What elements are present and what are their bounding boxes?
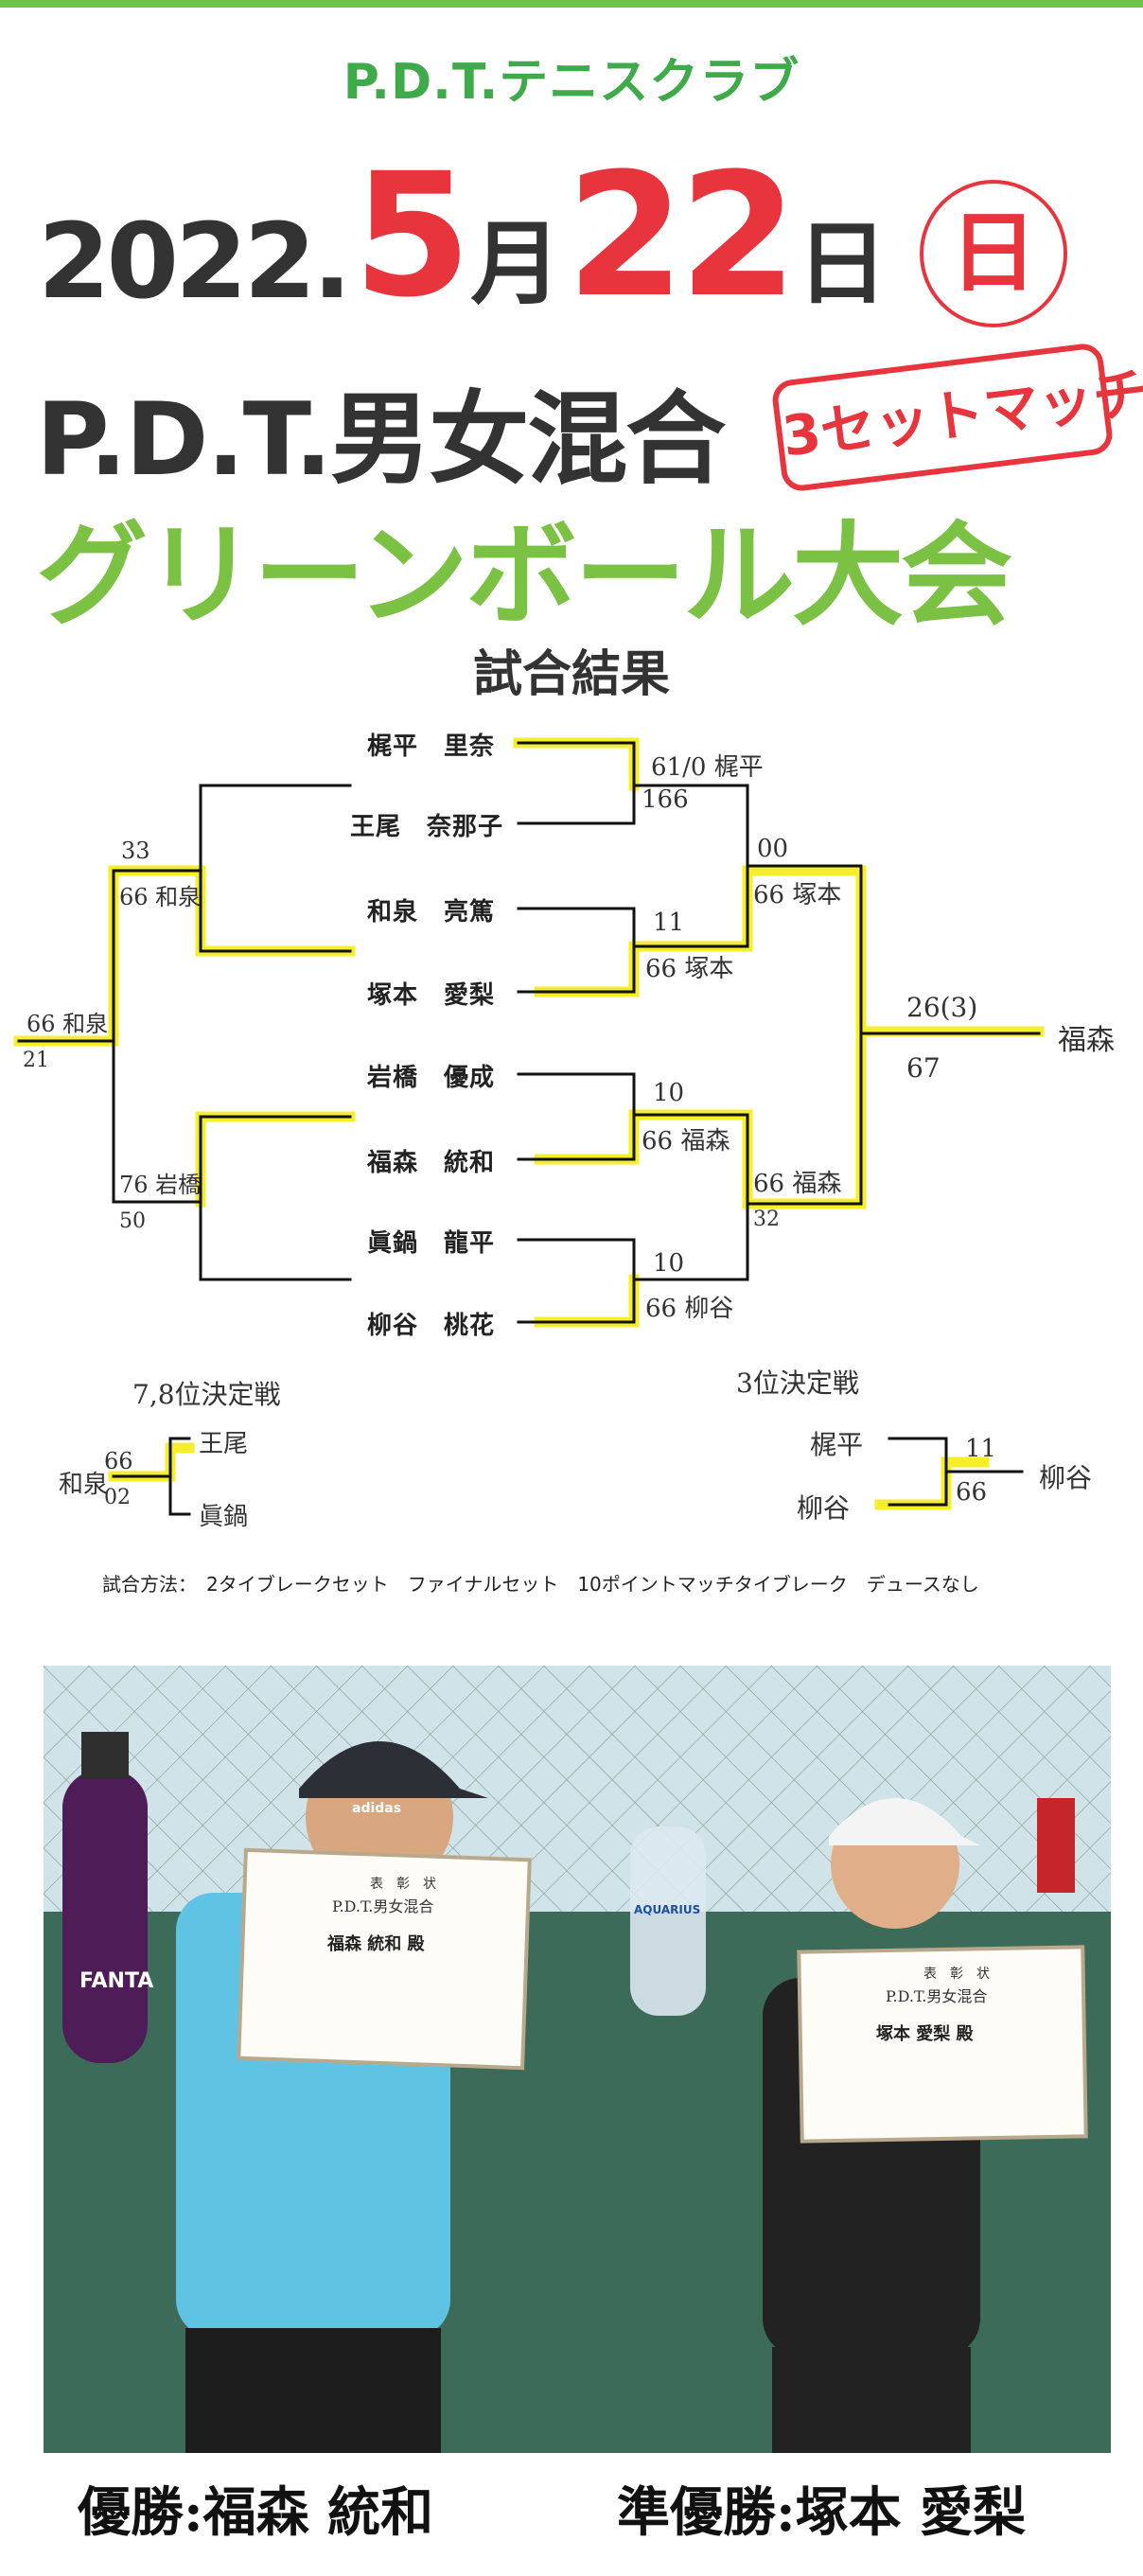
score-final-bot: 67 [906, 1052, 941, 1084]
score-r1-m2-top: 11 [653, 909, 685, 937]
award-photo: 表 彰 状 P.D.T.男女混合 福森 統和 殿 FANTA AQUARIUS … [44, 1666, 1111, 2453]
playoff-78-score-top: 66 [104, 1448, 133, 1474]
score-sf2-bot: 32 [753, 1208, 780, 1231]
score-r1-m2-bot: 66 塚本 [645, 955, 734, 983]
score-r1-m4-top: 10 [653, 1249, 685, 1278]
playoff-78-winner: 和泉 [59, 1471, 109, 1499]
tournament-bracket [13, 737, 1045, 1516]
event-title-line2: グリーンボール大会 [36, 510, 1012, 641]
cert-left-name: 福森 統和 殿 [326, 1933, 426, 1954]
bracket-player-3: 和泉 亮篤 [367, 898, 496, 926]
water-bottle-label: AQUARIUS [634, 1903, 700, 1916]
top-accent-bar [0, 0, 1143, 8]
runner-up-caption: 準優勝:塚本 愛梨 [617, 2481, 1027, 2544]
club-name: P.D.T.テニスクラブ [343, 54, 800, 111]
score-left-top-a: 33 [121, 838, 150, 864]
date-day: 22 [566, 137, 797, 335]
score-left-bot-b: 50 [119, 1209, 146, 1233]
bracket-player-5: 岩橋 優成 [367, 1064, 496, 1092]
day-kanji: 日 [797, 211, 888, 317]
score-final-top: 26(3) [906, 992, 978, 1023]
results-heading: 試合結果 [472, 646, 670, 703]
champion-caption: 優勝:福森 統和 [78, 2481, 434, 2544]
cert-left-title: 表 彰 状 [370, 1876, 436, 1892]
playoff-3-upper: 梶平 [810, 1429, 864, 1460]
champion-handwritten: 福森 [1058, 1024, 1115, 1057]
award-photo-illustration: 表 彰 状 P.D.T.男女混合 福森 統和 殿 FANTA AQUARIUS … [44, 1666, 1111, 2453]
score-r1-m4-bot: 66 柳谷 [645, 1295, 734, 1323]
score-sf1-bot: 66 塚本 [753, 881, 842, 909]
match-format-note: 試合方法： 2タイブレークセット ファイナルセット 10ポイントマッチタイブレー… [102, 1573, 979, 1596]
bottle-label: FANTA [79, 1969, 153, 1993]
event-date: 2022. 5 月 22 日 [38, 151, 888, 341]
playoff-3-title: 3位決定戦 [736, 1367, 859, 1399]
score-sf2-top: 66 福森 [753, 1170, 842, 1198]
score-r1-m1-top: 61/0 梶平 [651, 753, 764, 782]
bracket-player-7: 眞鍋 龍平 [367, 1229, 496, 1258]
playoff-3-score-top: 11 [965, 1435, 997, 1463]
bracket-player-4: 塚本 愛梨 [367, 981, 496, 1010]
certificate-left [237, 1847, 532, 2071]
score-left-final-b: 21 [23, 1049, 49, 1072]
cert-right-title: 表 彰 状 [923, 1966, 990, 1982]
cert-right-event: P.D.T.男女混合 [886, 1987, 987, 2005]
playoff-78-score-bot: 02 [104, 1486, 131, 1509]
playoff-78-upper: 王尾 [199, 1430, 249, 1458]
cert-left-event: P.D.T.男女混合 [332, 1897, 433, 1915]
certificate-right [797, 1945, 1088, 2144]
month-kanji: 月 [470, 211, 562, 317]
cert-right-name: 塚本 愛梨 殿 [876, 2023, 975, 2044]
date-month: 5 [353, 137, 471, 335]
bracket-player-6: 福森 統和 [367, 1149, 496, 1177]
score-r1-m3-bot: 66 福森 [642, 1127, 730, 1156]
playoff-3-lower: 柳谷 [797, 1492, 851, 1524]
bracket-lines [17, 741, 1041, 1516]
score-sf1-top: 00 [757, 835, 789, 863]
event-title-line1: P.D.T.男女混合 [36, 381, 726, 498]
playoff-3-score-bot: 66 [956, 1478, 988, 1507]
date-year: 2022. [38, 201, 352, 322]
bracket-player-1: 梶平 里奈 [367, 732, 496, 761]
bracket-player-8: 柳谷 桃花 [367, 1312, 496, 1340]
playoff-3-winner: 柳谷 [1039, 1462, 1093, 1493]
score-left-top-b: 66 和泉 [119, 884, 202, 910]
bracket-player-2: 王尾 奈那子 [350, 813, 504, 841]
weekday-circle: 日 [920, 180, 1067, 327]
score-left-final-a: 66 和泉 [26, 1011, 109, 1037]
score-r1-m1-bot: 166 [642, 785, 689, 814]
playoff-78-title: 7,8位決定戦 [132, 1379, 281, 1410]
playoff-78-lower: 眞鍋 [199, 1503, 249, 1531]
score-left-bot-a: 76 岩橋 [119, 1172, 202, 1198]
cap-logo: adidas [352, 1801, 401, 1816]
score-r1-m3-top: 10 [653, 1079, 685, 1107]
